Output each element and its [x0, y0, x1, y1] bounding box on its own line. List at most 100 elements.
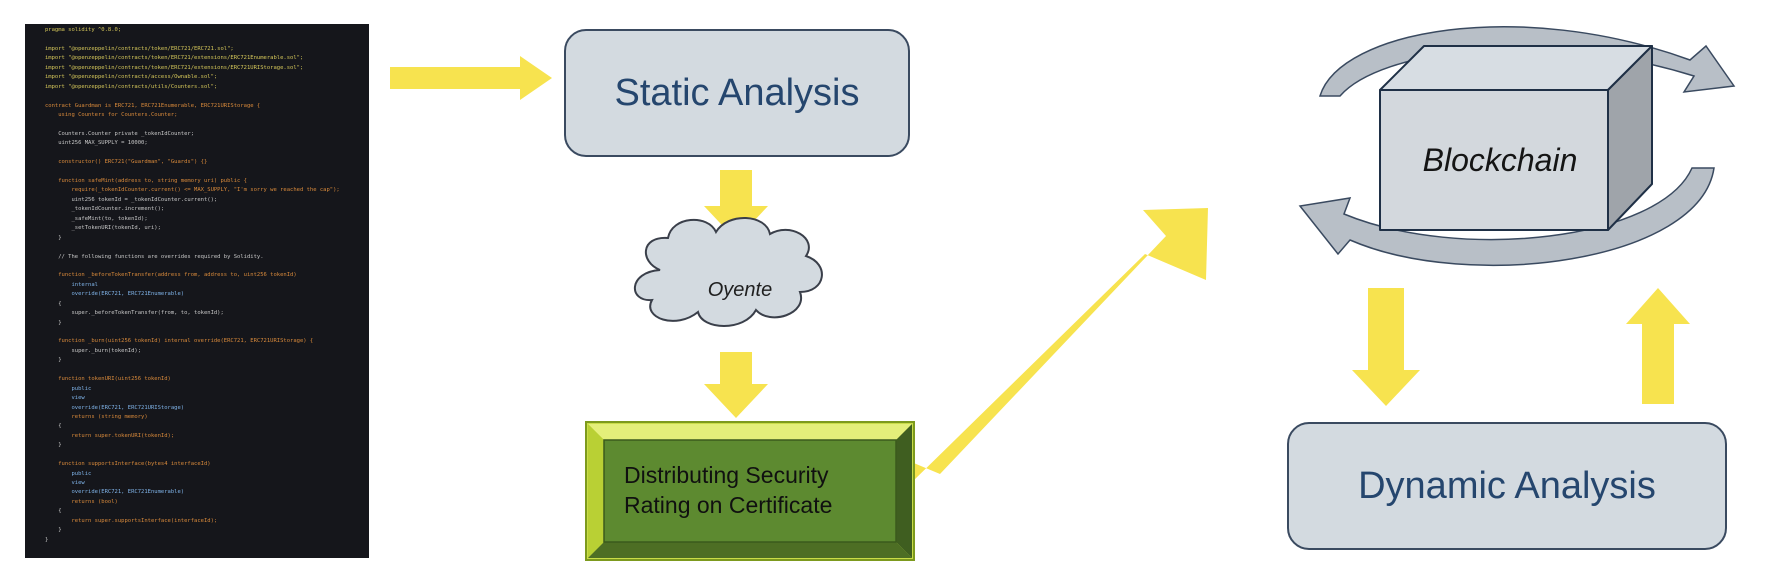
code-text: import "@openzeppelin/contracts/token/ER… [45, 55, 304, 62]
code-text: Counters.Counter private _tokenIdCounter… [45, 130, 195, 137]
code-text: } [45, 536, 49, 543]
code-line: override(ERC721, ERC721Enumerable) [35, 290, 369, 299]
code-line: internal [35, 281, 369, 290]
code-line: _safeMint(to, tokenId); [35, 215, 369, 224]
code-text: } [45, 319, 62, 326]
code-line: return super.tokenURI(tokenId); [35, 432, 369, 441]
code-text: import "@openzeppelin/contracts/access/O… [45, 74, 218, 81]
code-line: public [35, 470, 369, 479]
dynamic-analysis-label: Dynamic Analysis [1358, 464, 1656, 507]
arrow-blockchain-to-dynamic [1352, 288, 1420, 406]
code-line: override(ERC721, ERC721Enumerable) [35, 488, 369, 497]
code-line: function tokenURI(uint256 tokenId) [35, 375, 369, 384]
code-line: } [35, 441, 369, 450]
code-panel: pragma solidity ^0.8.0; import "@openzepp… [25, 24, 369, 558]
code-text: override(ERC721, ERC721Enumerable) [45, 291, 185, 298]
code-line: override(ERC721, ERC721URIStorage) [35, 404, 369, 413]
code-text: } [45, 442, 62, 449]
code-line: super._burn(tokenId); [35, 347, 369, 356]
code-text: function safeMint(address to, string mem… [45, 178, 247, 184]
code-line: } [35, 356, 369, 365]
arrow-oyente-to-certificate [704, 352, 768, 418]
cycle-arrow-bottom [1298, 167, 1715, 267]
code-line: return super.supportsInterface(interface… [35, 517, 369, 526]
code-line: } [35, 526, 369, 535]
code-text: returns (bool) [45, 498, 118, 505]
code-line: using Counters for Counters.Counter; [35, 111, 369, 120]
code-line: require(_tokenIdCounter.current() <= MAX… [35, 186, 369, 195]
code-line: _tokenIdCounter.increment(); [35, 205, 369, 214]
code-text: internal [45, 281, 98, 288]
code-text: function supportsInterface(bytes4 interf… [45, 461, 211, 468]
code-text: uint256 MAX_SUPPLY = 10000; [45, 140, 148, 147]
code-line: _setTokenURI(tokenId, uri); [35, 224, 369, 233]
code-text: override(ERC721, ERC721URIStorage) [45, 404, 185, 411]
code-text: import "@openzeppelin/contracts/token/ER… [45, 64, 304, 71]
code-text: view [45, 480, 85, 486]
code-line: { [35, 300, 369, 309]
arrow-code-to-static [390, 56, 552, 100]
code-line: Counters.Counter private _tokenIdCounter… [35, 130, 369, 139]
code-line: function supportsInterface(bytes4 interf… [35, 460, 369, 469]
code-text: import "@openzeppelin/contracts/token/ER… [45, 45, 234, 52]
code-line: pragma solidity ^0.8.0; [35, 26, 369, 35]
code-line: } [35, 234, 369, 243]
arrow-dynamic-to-blockchain [1626, 288, 1690, 404]
code-text: public [45, 470, 92, 477]
code-text: } [45, 357, 62, 364]
code-text: view [45, 395, 85, 402]
code-line: // The following functions are overrides… [35, 253, 369, 262]
code-line: view [35, 479, 369, 488]
code-text: returns (string memory) [45, 413, 148, 420]
certificate-label: Distributing Security Rating on Certific… [624, 462, 833, 518]
code-text: } [45, 234, 62, 241]
code-line: import "@openzeppelin/contracts/access/O… [35, 73, 369, 82]
blockchain-label: Blockchain [1422, 142, 1578, 178]
code-text: { [45, 423, 62, 430]
code-text: override(ERC721, ERC721Enumerable) [45, 489, 185, 496]
code-text: public [45, 385, 92, 392]
code-line: } [35, 319, 369, 328]
code-text: return super.supportsInterface(interface… [45, 517, 218, 524]
arrow-certificate-to-blockchain [878, 208, 1208, 484]
code-text: return super.tokenURI(tokenId); [45, 432, 175, 439]
static-analysis-box: Static Analysis [564, 29, 910, 157]
code-line: import "@openzeppelin/contracts/token/ER… [35, 45, 369, 54]
code-text: uint256 tokenId = _tokenIdCounter.curren… [45, 196, 218, 203]
static-analysis-label: Static Analysis [614, 71, 860, 114]
dynamic-analysis-box: Dynamic Analysis [1287, 422, 1727, 550]
code-text: _tokenIdCounter.increment(); [45, 206, 165, 213]
code-text: import "@openzeppelin/contracts/utils/Co… [45, 83, 218, 90]
code-line: returns (bool) [35, 498, 369, 507]
code-line: import "@openzeppelin/contracts/utils/Co… [35, 83, 369, 92]
code-text: { [45, 300, 62, 307]
code-text: constructor() ERC721("Guardman", "Guards… [45, 159, 208, 166]
code-text: super._beforeTokenTransfer(from, to, tok… [45, 310, 224, 317]
code-line: contract Guardman is ERC721, ERC721Enume… [35, 102, 369, 111]
code-line: import "@openzeppelin/contracts/token/ER… [35, 54, 369, 63]
code-text: pragma solidity ^0.8.0; [45, 27, 122, 33]
code-line: } [35, 536, 369, 545]
code-line: import "@openzeppelin/contracts/token/ER… [35, 64, 369, 73]
code-text: contract Guardman is ERC721, ERC721Enume… [45, 102, 261, 109]
code-text: using Counters for Counters.Counter; [45, 111, 178, 118]
code-line: uint256 tokenId = _tokenIdCounter.curren… [35, 196, 369, 205]
code-text: _safeMint(to, tokenId); [45, 215, 148, 222]
code-line: public [35, 385, 369, 394]
code-line: view [35, 394, 369, 403]
code-line: function _burn(uint256 tokenId) internal… [35, 337, 369, 346]
code-text: super._burn(tokenId); [45, 347, 142, 354]
code-line: super._beforeTokenTransfer(from, to, tok… [35, 309, 369, 318]
code-text: require(_tokenIdCounter.current() <= MAX… [45, 187, 340, 194]
code-text: // The following functions are overrides… [45, 253, 264, 260]
code-line: constructor() ERC721("Guardman", "Guards… [35, 158, 369, 167]
oyente-cloud [634, 217, 823, 327]
code-line: uint256 MAX_SUPPLY = 10000; [35, 139, 369, 148]
code-line: returns (string memory) [35, 413, 369, 422]
code-line: function _beforeTokenTransfer(address fr… [35, 271, 369, 280]
code-text: function _burn(uint256 tokenId) internal… [45, 338, 314, 345]
code-text: } [45, 527, 62, 534]
code-text: _setTokenURI(tokenId, uri); [45, 225, 161, 232]
code-line: { [35, 422, 369, 431]
